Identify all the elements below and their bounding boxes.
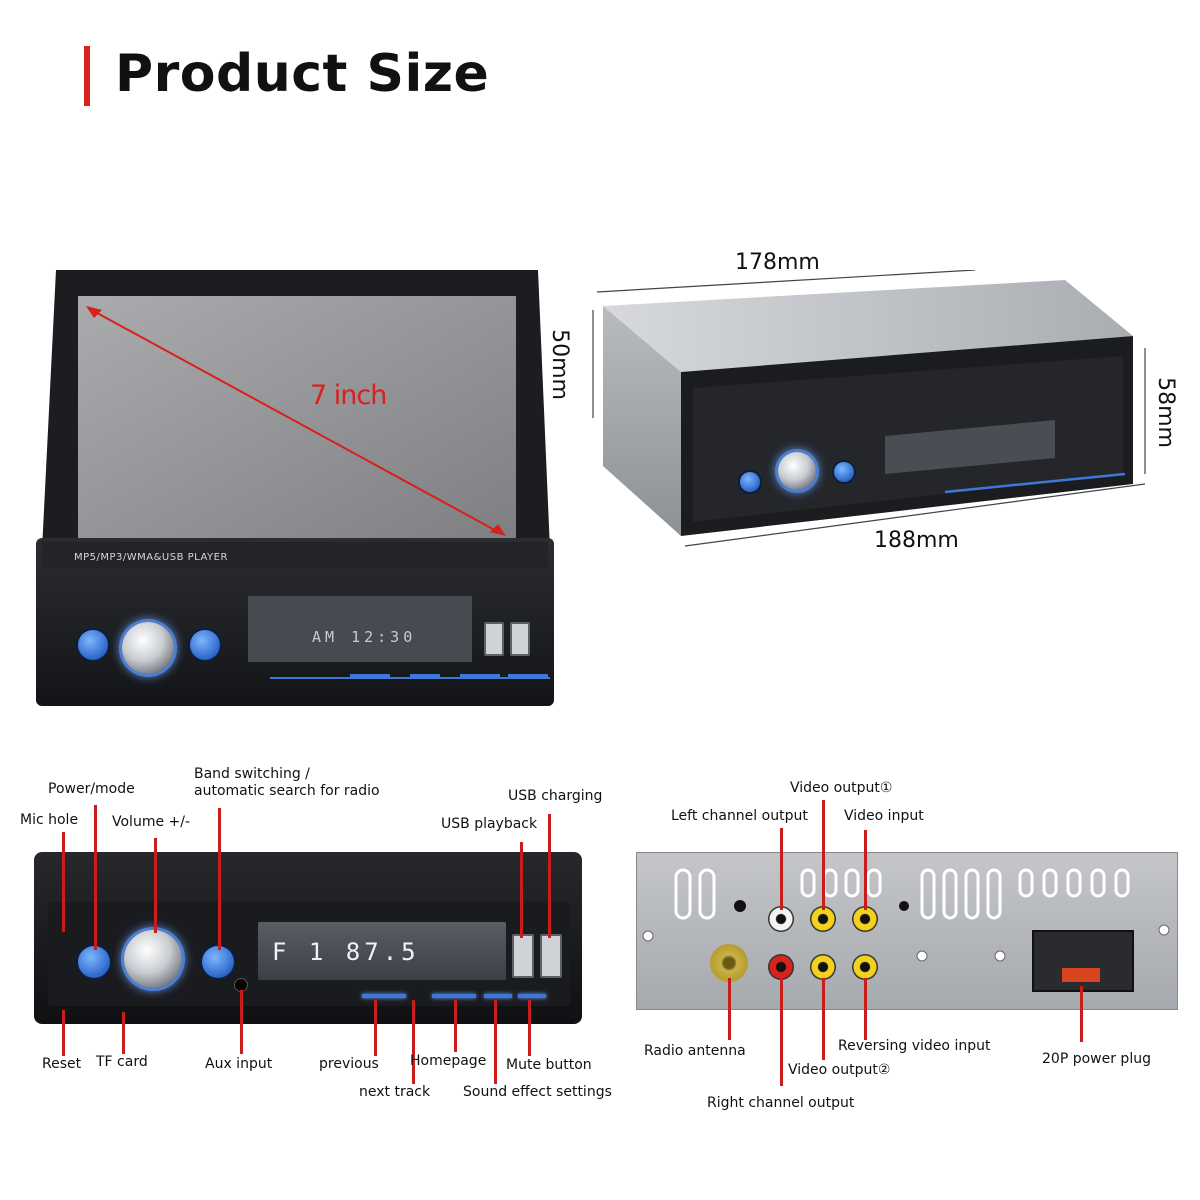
reversing-video-port[interactable] bbox=[852, 954, 878, 980]
usb-port-2[interactable] bbox=[510, 622, 530, 656]
dimension-width-bottom: 188mm bbox=[874, 528, 959, 553]
leader-video-input bbox=[864, 830, 867, 910]
leader-next bbox=[412, 1000, 415, 1084]
volume-knob[interactable] bbox=[122, 622, 174, 674]
video-output-1-port[interactable] bbox=[810, 906, 836, 932]
usb-port-1[interactable] bbox=[484, 622, 504, 656]
screen-unit-illustration bbox=[36, 270, 554, 706]
label-usb-playback: USB playback bbox=[441, 816, 538, 832]
power-mode-button[interactable] bbox=[78, 946, 110, 978]
leader-aux bbox=[240, 990, 243, 1054]
usb-charging-port[interactable] bbox=[540, 934, 562, 978]
mute-button[interactable] bbox=[518, 994, 546, 998]
band-button[interactable] bbox=[190, 630, 220, 660]
label-mute-button: Mute button bbox=[506, 1057, 592, 1073]
rear-panel-vents bbox=[642, 868, 1170, 962]
label-band-switching: Band switching / automatic search for ra… bbox=[194, 766, 380, 799]
right-channel-port[interactable] bbox=[768, 954, 794, 980]
label-tf-card: TF card bbox=[96, 1054, 148, 1070]
label-power-plug: 20P power plug bbox=[1042, 1051, 1151, 1067]
usb-playback-port[interactable] bbox=[512, 934, 534, 978]
leader-tf bbox=[122, 1012, 125, 1054]
leader-usb-play bbox=[520, 842, 523, 938]
leader-left-channel bbox=[780, 828, 783, 910]
label-mic-hole: Mic hole bbox=[20, 812, 79, 828]
front-lcd bbox=[258, 922, 506, 980]
label-radio-antenna: Radio antenna bbox=[644, 1043, 746, 1059]
leader-home bbox=[454, 1000, 457, 1052]
title-accent-bar bbox=[84, 46, 90, 106]
front-lcd-text: F 1 87.5 bbox=[272, 938, 420, 966]
leader-sound bbox=[494, 1000, 497, 1084]
leader-reversing bbox=[864, 978, 867, 1040]
power-plug-connector[interactable] bbox=[1032, 930, 1134, 992]
video-output-2-port[interactable] bbox=[810, 954, 836, 980]
leader-usb-charge bbox=[548, 814, 551, 938]
unit-button-right bbox=[834, 462, 854, 482]
label-right-channel: Right channel output bbox=[707, 1095, 855, 1111]
video-input-port[interactable] bbox=[852, 906, 878, 932]
leader-volume bbox=[154, 838, 157, 933]
label-next-track: next track bbox=[359, 1084, 431, 1100]
leader-mute bbox=[528, 1000, 531, 1056]
leader-band bbox=[218, 808, 221, 950]
label-aux-input: Aux input bbox=[205, 1056, 273, 1072]
leader-reset bbox=[62, 1010, 65, 1056]
label-video-input: Video input bbox=[844, 808, 924, 824]
radio-antenna-port[interactable] bbox=[710, 944, 748, 982]
power-plug-fuse bbox=[1062, 968, 1100, 982]
label-left-channel: Left channel output bbox=[671, 808, 808, 824]
label-sound-effect: Sound effect settings bbox=[463, 1084, 612, 1100]
dimension-width-top: 178mm bbox=[735, 250, 820, 275]
power-button[interactable] bbox=[78, 630, 108, 660]
label-homepage: Homepage bbox=[410, 1053, 487, 1069]
screen-lcd-text: AM 12:30 bbox=[312, 628, 417, 646]
sound-effect-button[interactable] bbox=[484, 994, 512, 998]
unit-button-left bbox=[740, 472, 760, 492]
label-video-output-2: Video output② bbox=[788, 1062, 891, 1078]
dimension-height-right: 58mm bbox=[1152, 377, 1178, 448]
unit-knob bbox=[778, 452, 816, 490]
leader-video-out-1 bbox=[822, 800, 825, 910]
leader-video-out-2 bbox=[822, 978, 825, 1060]
leader-power bbox=[94, 805, 97, 950]
label-previous: previous bbox=[319, 1056, 379, 1072]
dimension-height-left: 50mm bbox=[546, 329, 572, 400]
page-title: Product Size bbox=[115, 44, 490, 104]
unit-3d-illustration bbox=[592, 270, 1146, 547]
label-video-output-1: Video output① bbox=[790, 780, 893, 796]
leader-mic bbox=[62, 832, 65, 932]
previous-button[interactable] bbox=[362, 994, 406, 998]
label-volume: Volume +/- bbox=[112, 814, 191, 830]
leader-right-channel bbox=[780, 978, 783, 1086]
leader-prev bbox=[374, 1000, 377, 1056]
label-power-mode: Power/mode bbox=[48, 781, 135, 797]
band-switch-button[interactable] bbox=[202, 946, 234, 978]
volume-knob-front[interactable] bbox=[124, 930, 182, 988]
leader-antenna bbox=[728, 978, 731, 1040]
left-channel-port[interactable] bbox=[768, 906, 794, 932]
label-reversing-video: Reversing video input bbox=[838, 1038, 991, 1054]
screen-size-label: 7 inch bbox=[310, 380, 387, 411]
label-reset: Reset bbox=[42, 1056, 82, 1072]
face-panel-label: MP5/MP3/WMA&USB PLAYER bbox=[74, 552, 228, 563]
leader-power-plug bbox=[1080, 986, 1083, 1042]
homepage-button[interactable] bbox=[432, 994, 476, 998]
label-usb-charging: USB charging bbox=[508, 788, 603, 804]
